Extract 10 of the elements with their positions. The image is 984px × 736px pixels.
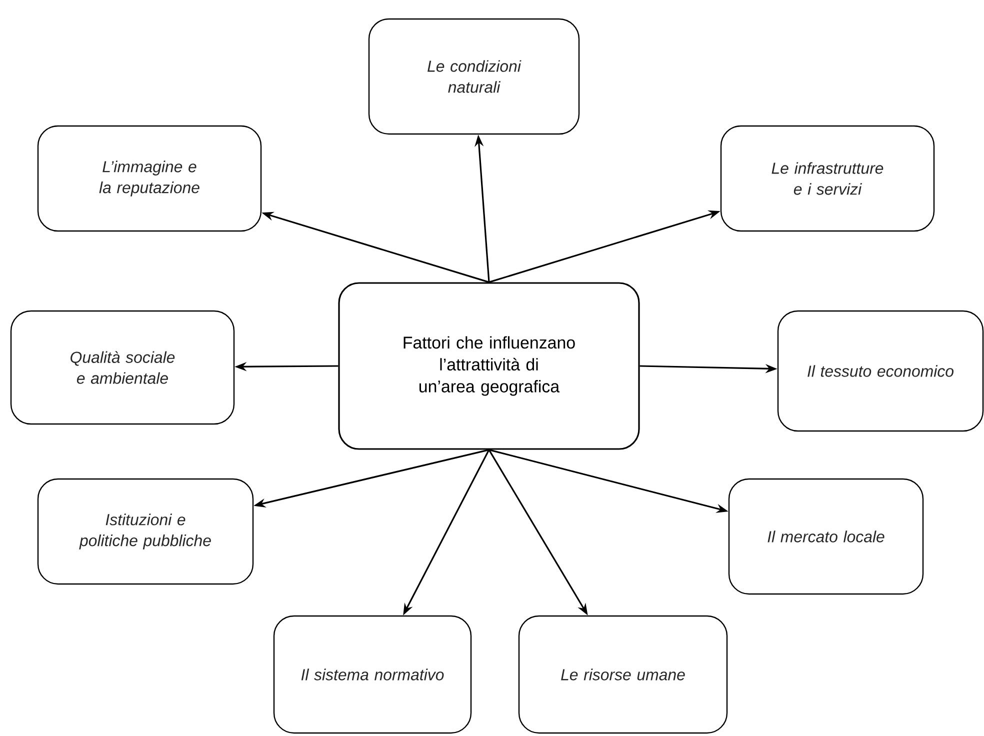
central-box: Fattori che influenzano l’attrattività di un’area geografica xyxy=(338,282,640,450)
factor-box: Istituzioni e politiche pubbliche xyxy=(37,478,254,585)
factor-box: Le infrastrutture e i servizi xyxy=(720,125,935,232)
factor-box: Il tessuto economico xyxy=(777,310,984,432)
factor-box: Le risorse umane xyxy=(518,615,728,734)
factor-box: Le condizioni naturali xyxy=(368,18,580,135)
factor-box: L’immagine e la reputazione xyxy=(37,125,262,232)
factor-box: Qualità sociale e ambientale xyxy=(10,310,235,425)
factor-box: Il sistema normativo xyxy=(273,615,472,734)
factor-box: Il mercato locale xyxy=(728,478,924,595)
